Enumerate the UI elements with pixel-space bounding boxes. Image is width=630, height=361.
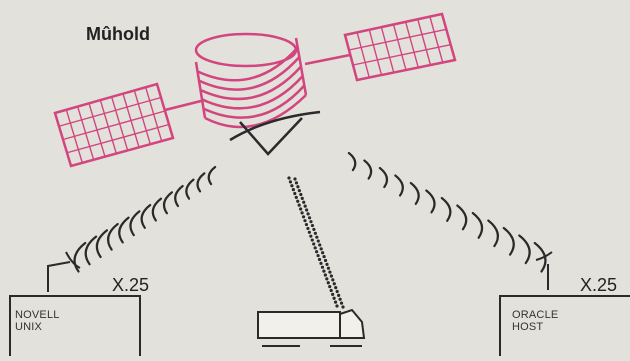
node-label-line: HOST [512, 321, 543, 333]
signal-waves-left [75, 167, 216, 272]
solar-panel-left [55, 84, 173, 166]
node-label-line: ORACLE [512, 309, 558, 321]
node-label-line: NOVELL [15, 309, 60, 321]
truck-icon [258, 310, 364, 346]
dish-antenna-icon [536, 252, 552, 290]
satellite-label: Mûhold [86, 25, 150, 43]
link-label-right: X.25 [580, 276, 617, 294]
signal-dots-center [287, 176, 344, 308]
node-label-line: UNIX [15, 321, 42, 333]
solar-panel-right [345, 14, 455, 80]
satellite-body [196, 34, 306, 127]
link-label-left: X.25 [112, 276, 149, 294]
signal-waves-right [349, 153, 546, 272]
